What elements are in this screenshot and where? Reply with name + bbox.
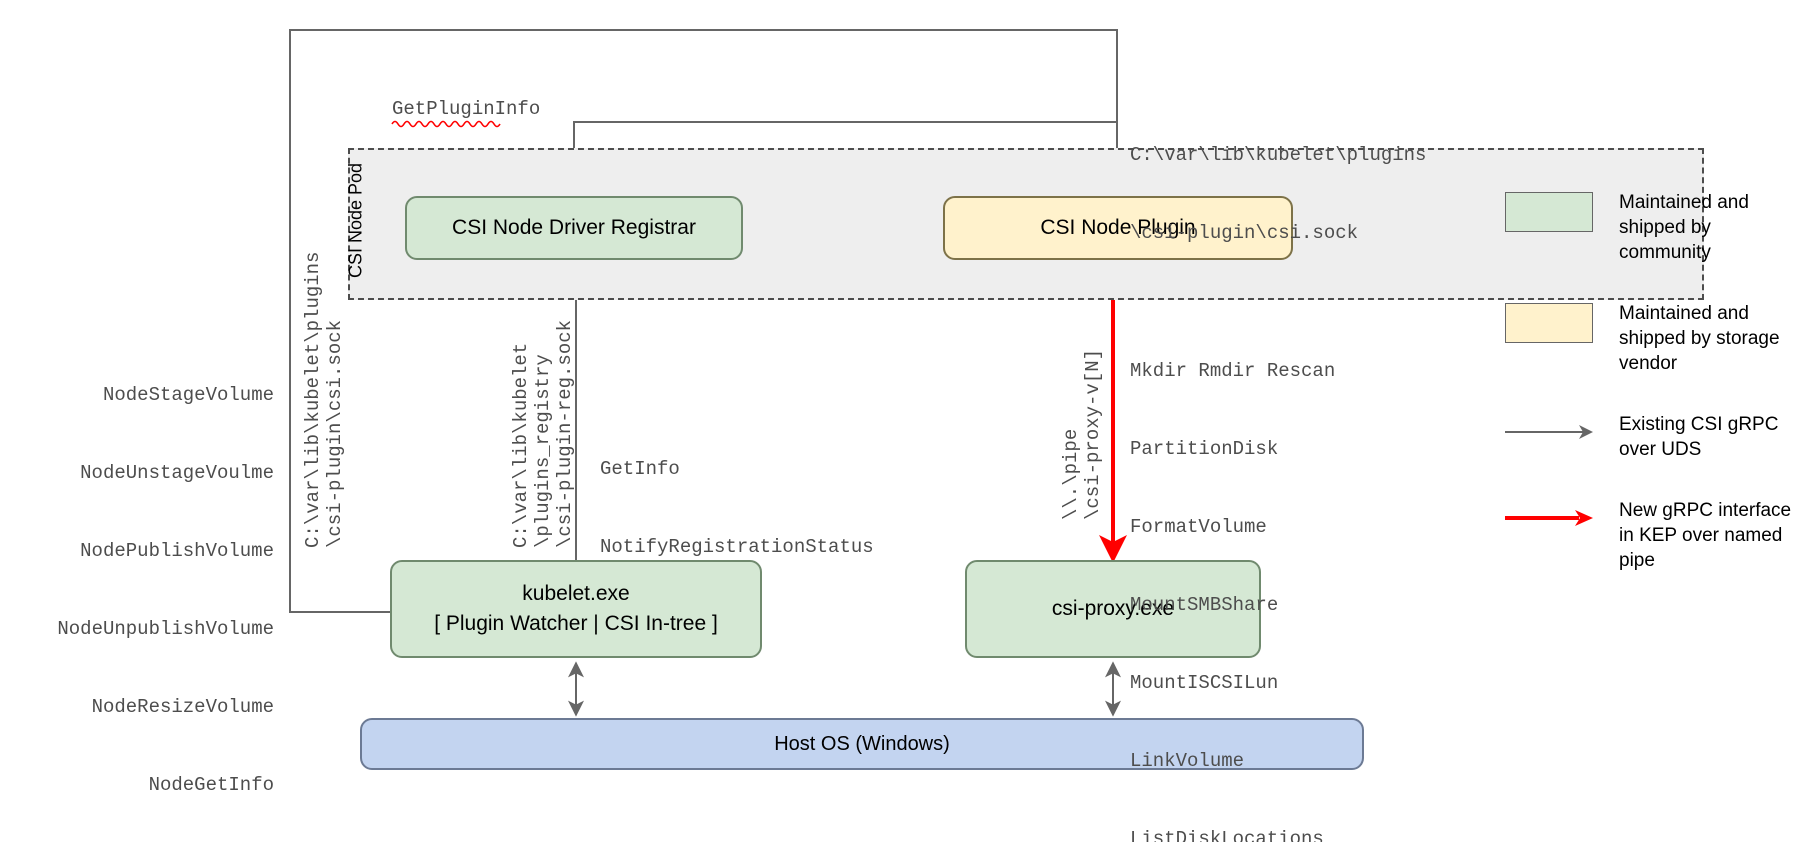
label-csi-sock-path-vertical-line2: \csi-plugin\csi.sock — [324, 319, 346, 548]
node-rpc-item: NodeUnstageVoulme — [80, 462, 274, 484]
label-node-service-rpcs: NodeStageVolume NodeUnstageVoulme NodePu… — [20, 330, 274, 842]
legend-label-vendor: Maintained and shipped by storage vendor — [1619, 303, 1780, 374]
label-registrar-rpcs: GetInfo NotifyRegistrationStatus — [600, 404, 874, 612]
registrar-rpc-item: GetInfo — [600, 458, 680, 480]
spellcheck-squiggle — [391, 120, 501, 128]
node-rpc-item: NodeUnpublishVolume — [57, 618, 274, 640]
csi-proxy-rpc-item: FormatVolume — [1130, 516, 1267, 538]
box-host-os-label: Host OS (Windows) — [774, 733, 950, 755]
node-rpc-item: NodeStageVolume — [102, 384, 274, 406]
legend-arrow-red-icon — [1505, 498, 1593, 538]
label-registry-sock-path-line3: \csi-plugin-reg.sock — [554, 319, 576, 548]
legend-label-new-grpc: New gRPC interface in KEP over named pip… — [1619, 500, 1792, 571]
legend-item-community: Maintained and shipped by community — [1505, 190, 1805, 265]
box-kubelet-exe-subtitle: [ Plugin Watcher | CSI In-tree ] — [434, 612, 718, 635]
label-csi-proxy-rpcs: Mkdir Rmdir Rescan PartitionDisk FormatV… — [1130, 306, 1335, 842]
label-csi-sock-path-top: C:\var\lib\kubelet\plugins \csi-plugin\c… — [1130, 90, 1426, 298]
box-csi-node-driver-registrar-label: CSI Node Driver Registrar — [452, 216, 696, 239]
node-rpc-item: NodePublishVolume — [80, 540, 274, 562]
legend-item-new-grpc: New gRPC interface in KEP over named pip… — [1505, 498, 1805, 573]
label-csi-sock-path-top-line2: \csi-plugin\csi.sock — [1130, 222, 1359, 244]
node-rpc-item: NodeResizeVolume — [91, 696, 274, 718]
csi-proxy-rpc-item: PartitionDisk — [1130, 438, 1279, 460]
box-csi-node-plugin[interactable]: CSI Node Plugin — [943, 196, 1293, 260]
label-named-pipe-line2: \csi-proxy-v[N] — [1082, 348, 1104, 520]
legend-swatch-yellow — [1505, 303, 1593, 343]
box-kubelet-exe[interactable]: kubelet.exe [ Plugin Watcher | CSI In-tr… — [390, 560, 762, 658]
box-csi-node-driver-registrar[interactable]: CSI Node Driver Registrar — [405, 196, 743, 260]
box-host-os[interactable]: Host OS (Windows) — [360, 718, 1364, 770]
legend-label-existing-grpc: Existing CSI gRPC over UDS — [1619, 414, 1779, 460]
node-rpc-item: NodeGetInfo — [148, 774, 274, 796]
legend-item-vendor: Maintained and shipped by storage vendor — [1505, 301, 1805, 376]
legend-item-existing-grpc: Existing CSI gRPC over UDS — [1505, 412, 1805, 462]
label-get-plugin-info: GetPluginInfo — [392, 98, 541, 120]
legend: Maintained and shipped by community Main… — [1505, 190, 1805, 609]
registrar-rpc-item: NotifyRegistrationStatus — [600, 536, 874, 558]
box-csi-node-plugin-label: CSI Node Plugin — [1040, 216, 1196, 239]
legend-swatch-green — [1505, 192, 1593, 232]
csi-proxy-rpc-item: ListDiskLocations — [1130, 828, 1324, 842]
legend-label-community: Maintained and shipped by community — [1619, 192, 1749, 263]
csi-proxy-rpc-item: MountSMBShare — [1130, 594, 1279, 616]
box-kubelet-exe-label: kubelet.exe — [522, 582, 630, 605]
legend-arrow-grey-icon — [1505, 412, 1593, 452]
label-csi-sock-path-top-line1: C:\var\lib\kubelet\plugins — [1130, 144, 1427, 166]
box-csi-proxy-exe-label: csi-proxy.exe — [1051, 597, 1175, 620]
csi-proxy-rpc-item: Mkdir Rmdir Rescan — [1130, 360, 1336, 382]
csi-node-pod-label: CSI Node Pod — [345, 162, 366, 279]
box-csi-proxy-exe[interactable]: csi-proxy.exe — [965, 560, 1261, 658]
csi-proxy-rpc-item: LinkVolume — [1130, 750, 1245, 772]
csi-proxy-rpc-item: MountISCSILun — [1130, 672, 1279, 694]
